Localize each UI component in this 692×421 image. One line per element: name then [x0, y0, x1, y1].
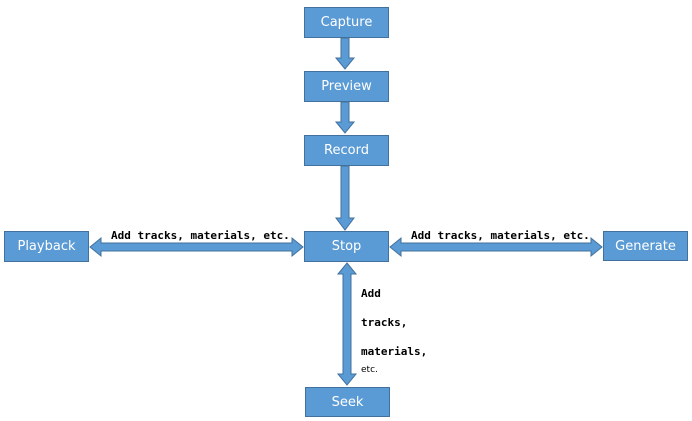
node-generate-label: Generate [615, 238, 676, 254]
edge-label-stop-generate: Add tracks, materials, etc. [411, 229, 590, 242]
edge-label-stop-seek-line: materials, [361, 345, 428, 358]
arrow-stop-seek [336, 262, 358, 386]
node-playback: Playback [4, 231, 89, 262]
node-record-label: Record [324, 143, 369, 158]
node-preview-label: Preview [321, 79, 372, 94]
node-stop-label: Stop [331, 239, 362, 254]
edge-label-stop-seek-line: tracks, [361, 316, 408, 329]
arrow-preview-record [334, 101, 356, 134]
node-record: Record [304, 135, 389, 166]
node-seek-label: Seek [331, 394, 364, 410]
node-generate: Generate [603, 231, 688, 261]
node-capture-label: Capture [320, 15, 373, 30]
node-capture: Capture [304, 7, 389, 38]
arrow-stop-playback [89, 236, 304, 258]
node-seek: Seek [305, 387, 390, 417]
node-playback-label: Playback [17, 239, 76, 254]
edge-label-stop-seek-line: etc. [361, 365, 378, 375]
node-stop: Stop [304, 231, 389, 262]
arrow-stop-generate [389, 236, 603, 258]
edge-label-stop-seek-line: Add [361, 287, 381, 300]
arrow-record-stop [335, 165, 355, 231]
node-preview: Preview [304, 71, 389, 102]
edge-label-stop-playback: Add tracks, materials, etc. [111, 229, 290, 242]
arrow-capture-preview [334, 37, 356, 70]
